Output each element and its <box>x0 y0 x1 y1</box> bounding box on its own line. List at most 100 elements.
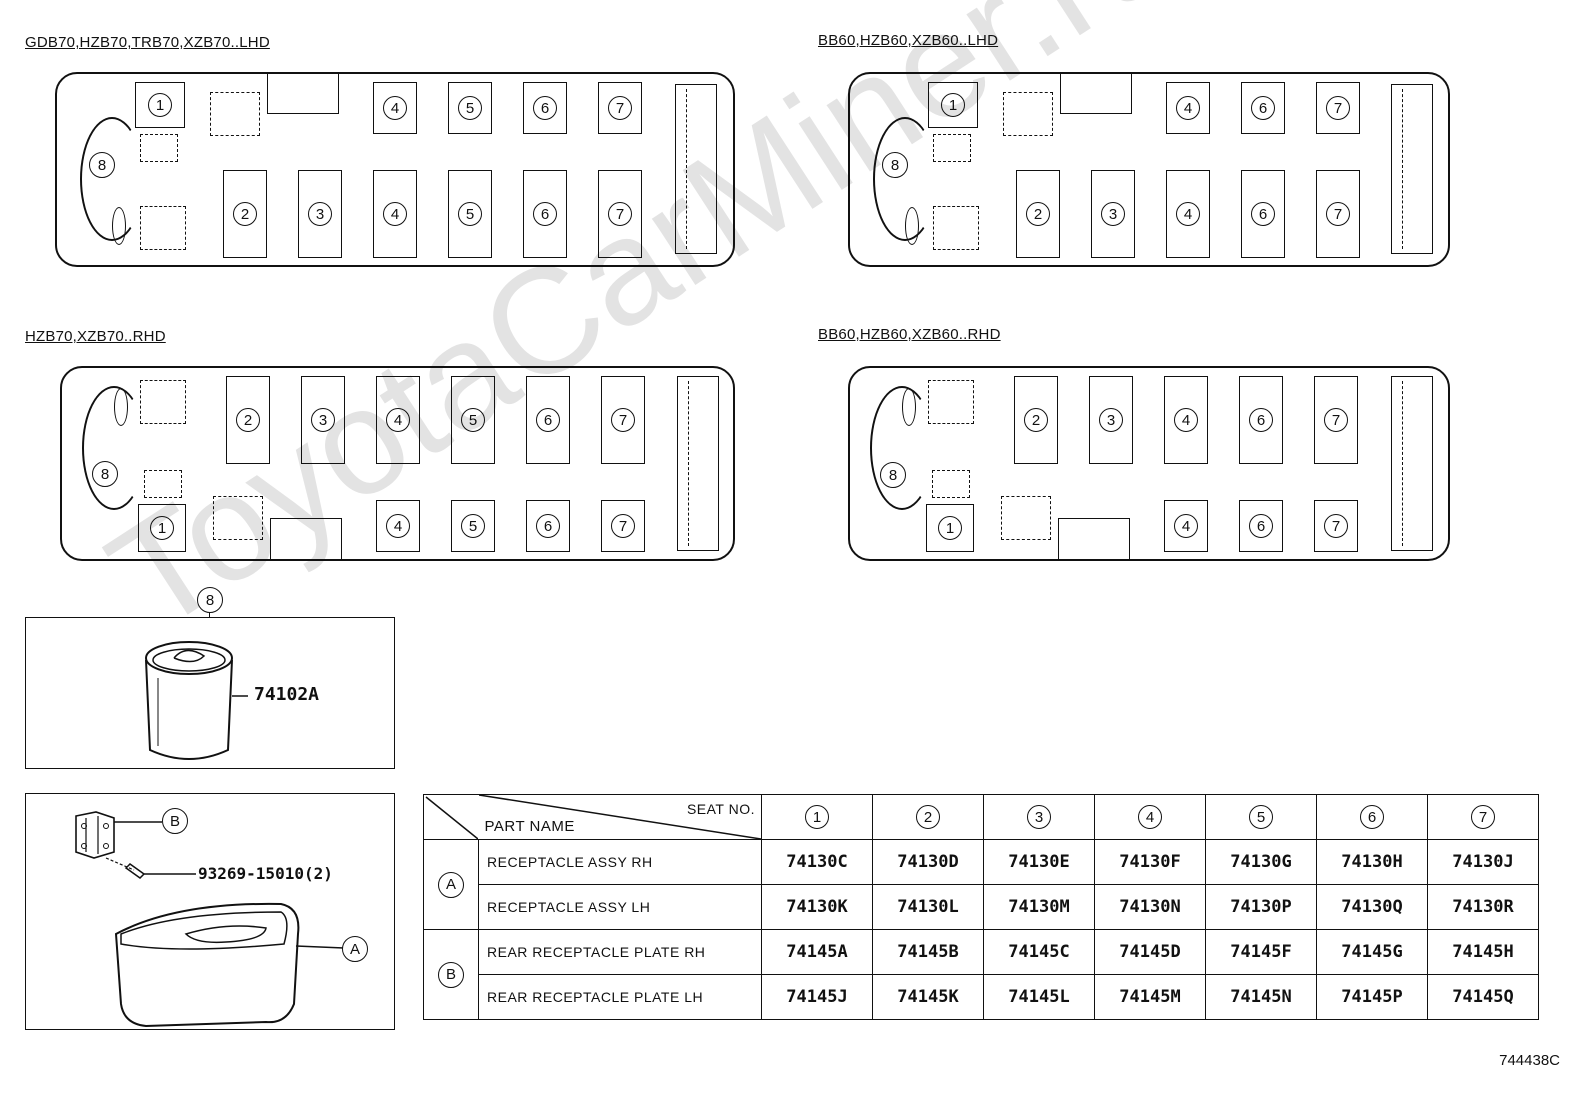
receptacle-drawing <box>75 811 345 1028</box>
seat-7: 7 <box>1316 82 1360 134</box>
seat-7: 7 <box>1314 500 1358 552</box>
rear-bench <box>1391 84 1433 254</box>
ashtray-callout: 8 <box>197 587 223 613</box>
seat-6: 6 <box>523 170 567 258</box>
seat-4: 4 <box>376 376 420 464</box>
bus-layout-lhd70: 8 1 2 3 4 4 5 5 6 6 7 7 <box>55 72 735 267</box>
ashtray-panel: 74102A <box>25 617 395 769</box>
part-code-cell: 74130F <box>1094 839 1206 885</box>
part-name-cell: RECEPTACLE ASSY RH <box>478 839 762 885</box>
part-code-cell: 74130L <box>872 884 984 930</box>
bus-layout-lhd60: 8 1 2 3 4 4 6 6 7 7 <box>848 72 1450 267</box>
rear-bench <box>677 376 719 551</box>
seat-4: 4 <box>373 170 417 258</box>
seat-5: 5 <box>451 376 495 464</box>
bus-layout-rhd70: 8 1 2 3 4 4 5 5 6 6 7 7 <box>60 366 735 561</box>
seat-7: 7 <box>1314 376 1358 464</box>
seat-1: 1 <box>926 504 974 552</box>
part-name-cell: RECEPTACLE ASSY LH <box>478 884 762 930</box>
seat-callout-8: 8 <box>92 461 118 487</box>
dashed-seat <box>140 206 186 250</box>
dashed-seat <box>933 206 979 250</box>
door-step <box>267 72 339 114</box>
layout-title-lhd70: GDB70,HZB70,TRB70,XZB70..LHD <box>25 34 270 51</box>
seat-2: 2 <box>226 376 270 464</box>
seat-number-header: 2 <box>872 794 984 840</box>
seat-7: 7 <box>598 82 642 134</box>
part-code-cell: 74145M <box>1094 974 1206 1020</box>
layout-title-lhd60: BB60,HZB60,XZB60..LHD <box>818 32 999 49</box>
seat-3: 3 <box>301 376 345 464</box>
seat-number-header: 6 <box>1316 794 1428 840</box>
seat-3: 3 <box>298 170 342 258</box>
diagram-id: 744438C <box>1499 1052 1560 1069</box>
table-header-row: SEAT NO. PART NAME 1 2 3 4 5 6 7 <box>423 794 1539 840</box>
seat-3: 3 <box>1089 376 1133 464</box>
part-code-cell: 74145C <box>983 929 1095 975</box>
seat-number-header: 7 <box>1427 794 1539 840</box>
part-name-cell: REAR RECEPTACLE PLATE RH <box>478 929 762 975</box>
seat-7: 7 <box>601 500 645 552</box>
steering-wheel <box>902 388 916 426</box>
seat-4: 4 <box>1166 82 1210 134</box>
door-step <box>1060 72 1132 114</box>
part-code-cell: 74130J <box>1427 839 1539 885</box>
group-a: A <box>423 839 479 930</box>
table-row: B REAR RECEPTACLE PLATE RH 74145A 74145B… <box>423 929 1539 1020</box>
part-code-cell: 74145J <box>761 974 873 1020</box>
part-code-cell: 74130Q <box>1316 884 1428 930</box>
part-code-cell: 74145Q <box>1427 974 1539 1020</box>
seat-5: 5 <box>448 82 492 134</box>
seat-6: 6 <box>1239 376 1283 464</box>
seat-4: 4 <box>1164 376 1208 464</box>
part-code-cell: 74145K <box>872 974 984 1020</box>
part-code-cell: 74130D <box>872 839 984 885</box>
header-part-name: SEAT NO. PART NAME <box>478 794 762 840</box>
rear-bench <box>675 84 717 254</box>
seat-number-header: 1 <box>761 794 873 840</box>
part-code-cell: 74130C <box>761 839 873 885</box>
steering-wheel <box>905 207 919 245</box>
receptacle-panel: B 93269-15010(2) A <box>25 793 395 1030</box>
dashed-seat <box>928 380 974 424</box>
part-code-cell: 74130R <box>1427 884 1539 930</box>
layout-title-rhd70: HZB70,XZB70..RHD <box>25 328 166 345</box>
door-step <box>1058 518 1130 561</box>
dashed-seat <box>1001 496 1051 540</box>
rear-bench <box>1391 376 1433 551</box>
seat-6: 6 <box>1241 170 1285 258</box>
dashed-seat <box>933 134 971 162</box>
seat-no-label: SEAT NO. <box>686 801 755 817</box>
table-row: RECEPTACLE ASSY LH 74130K 74130L 74130M … <box>424 884 1539 930</box>
steering-wheel <box>114 388 128 426</box>
seat-4: 4 <box>376 500 420 552</box>
seat-2: 2 <box>1016 170 1060 258</box>
part-code-cell: 74130G <box>1205 839 1317 885</box>
bus-outline <box>55 72 735 267</box>
part-code-cell: 74130N <box>1094 884 1206 930</box>
seat-callout-8: 8 <box>880 462 906 488</box>
seat-callout-8: 8 <box>89 152 115 178</box>
seat-4: 4 <box>1164 500 1208 552</box>
part-code-cell: 74130M <box>983 884 1095 930</box>
bolt-part-number: 93269-15010(2) <box>198 864 333 883</box>
seat-6: 6 <box>1239 500 1283 552</box>
dashed-seat <box>140 380 186 424</box>
layout-title-rhd60: BB60,HZB60,XZB60..RHD <box>818 326 1001 343</box>
dashed-seat <box>210 92 260 136</box>
driver-cab-arc <box>873 117 937 241</box>
dashed-seat <box>1003 92 1053 136</box>
seat-7: 7 <box>1316 170 1360 258</box>
part-code-cell: 74145P <box>1316 974 1428 1020</box>
seat-6: 6 <box>523 82 567 134</box>
bus-outline <box>848 366 1450 561</box>
part-code-cell: 74130P <box>1205 884 1317 930</box>
seat-5: 5 <box>451 500 495 552</box>
steering-wheel <box>112 207 126 245</box>
part-code-cell: 74145B <box>872 929 984 975</box>
parts-table: SEAT NO. PART NAME 1 2 3 4 5 6 7 A RECEP… <box>423 794 1539 1020</box>
seat-6: 6 <box>1241 82 1285 134</box>
bus-outline <box>60 366 735 561</box>
seat-2: 2 <box>223 170 267 258</box>
seat-callout-8: 8 <box>882 152 908 178</box>
